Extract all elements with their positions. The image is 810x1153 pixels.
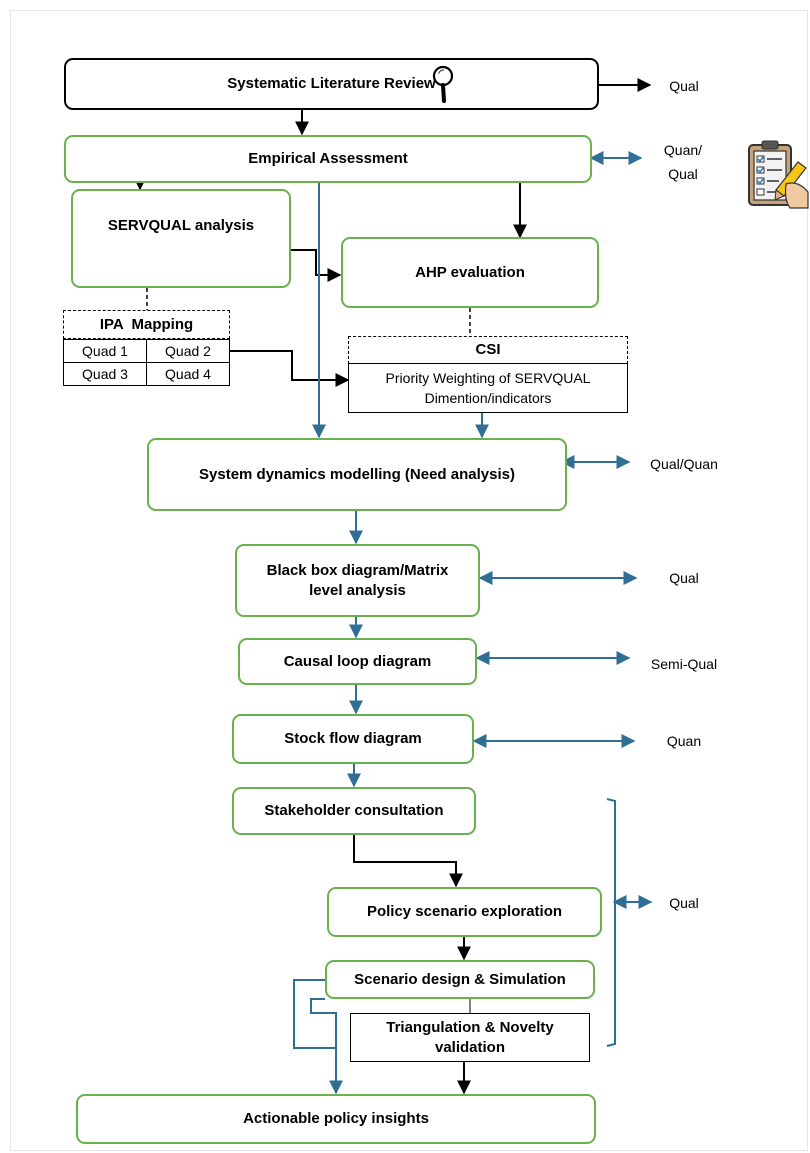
node-label: Stakeholder consultation [264,802,444,819]
node-triangulation-validation: Triangulation & Novelty validation [350,1013,590,1062]
quadrant-cell: Quad 1 [63,339,147,363]
quadrant-cell: Quad 2 [146,339,230,363]
node-empirical-assessment: Empirical Assessment [64,135,592,183]
node-label-line-1: Triangulation & Novelty [386,1018,554,1036]
side-label-sfd: Quan [666,733,702,749]
diagram-frame [10,10,808,1151]
node-label: Systematic Literature Review [227,75,436,92]
node-label: IPA Mapping [99,315,194,333]
node-label: CSI [475,341,501,358]
node-system-dynamics-modelling: System dynamics modelling (Need analysis… [147,438,567,511]
ipa-quadrant-table: Quad 1 Quad 2 Quad 3 Quad 4 [63,339,230,386]
node-label: AHP evaluation [415,263,525,281]
quadrant-cell: Quad 3 [63,362,147,386]
node-label-line-1: Priority Weighting of SERVQUAL [385,370,591,386]
side-label-bracket: Qual [669,895,699,911]
node-label: SERVQUAL analysis [107,216,255,234]
node-priority-weighting: Priority Weighting of SERVQUAL Dimention… [348,363,628,413]
node-scenario-design-simulation: Scenario design & Simulation [325,960,595,999]
node-label-line-2: validation [434,1038,505,1056]
bracket-qual [606,798,616,1047]
node-black-box-diagram: Black box diagram/Matrix level analysis [235,544,480,617]
side-label-blackbox: Qual [669,570,699,586]
node-label-line-2: level analysis [309,581,406,599]
node-label-line-2: Dimention/indicators [424,390,552,406]
node-label: Causal loop diagram [283,652,432,670]
node-label: Empirical Assessment [248,150,408,167]
node-actionable-policy-insights: Actionable policy insights [76,1094,596,1144]
side-label-empirical-line-2: Qual [668,166,698,182]
node-label: System dynamics modelling (Need analysis… [199,465,515,483]
magnifier-icon [432,65,454,103]
node-label: Policy scenario exploration [366,903,563,920]
node-systematic-literature-review: Systematic Literature Review [64,58,599,110]
side-label-sdm: Qual/Quan [650,456,718,472]
node-causal-loop-diagram: Causal loop diagram [238,638,477,685]
quadrant-cell: Quad 4 [146,362,230,386]
arrow-servqual-to-ahp [291,249,342,282]
side-label-slr: Qual [669,78,699,94]
node-label: Scenario design & Simulation [354,970,566,988]
node-ahp-evaluation: AHP evaluation [341,237,599,308]
node-stakeholder-consultation: Stakeholder consultation [232,787,476,835]
side-label-empirical-line-1: Quan/ [663,142,703,158]
arrow-ipa-to-csi [230,350,350,387]
node-ipa-mapping: IPA Mapping [63,310,230,339]
side-label-cld: Semi-Qual [650,656,718,672]
node-label: Actionable policy insights [243,1110,429,1127]
arrow-scenario-to-actionable-b [310,998,337,1093]
checklist-icon [748,140,809,209]
node-policy-scenario-exploration: Policy scenario exploration [327,887,602,937]
node-label-line-1: Black box diagram/Matrix [266,561,449,579]
node-csi: CSI [348,336,628,364]
node-stock-flow-diagram: Stock flow diagram [232,714,474,764]
node-servqual-analysis: SERVQUAL analysis [71,189,291,288]
arrow-stakeholder-to-policy [353,835,463,888]
node-label: Stock flow diagram [284,730,422,747]
